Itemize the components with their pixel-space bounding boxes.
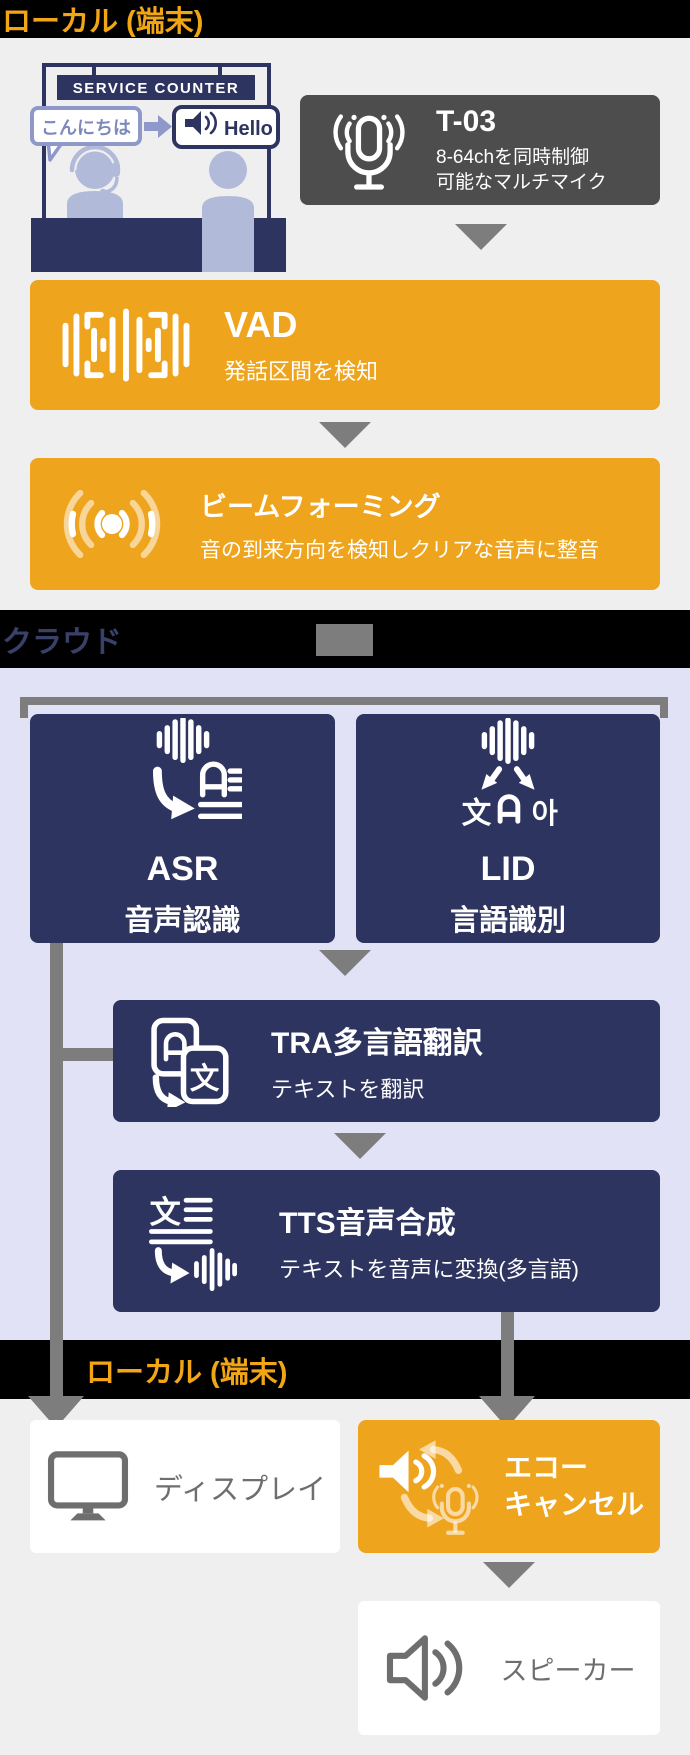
headset-icon: [69, 144, 121, 173]
asr-subtitle: 音声認識: [124, 905, 241, 937]
asr-title: ASR: [146, 850, 219, 888]
asr-speech-to-text-icon: [152, 718, 242, 820]
echo-cancel-icon: [379, 1439, 479, 1535]
bypass-line-left: [50, 941, 63, 1396]
echo-cancel-label-line2: キャンセル: [504, 1488, 645, 1520]
beamforming-title: ビームフォーミング: [200, 491, 441, 522]
node-t03-multimic: T-03 8-64chを同時制御 可能なマルチマイク: [300, 95, 660, 205]
section-band-local-top: ローカル (端末): [0, 0, 690, 38]
translated-text: Hello: [224, 118, 273, 140]
hello-speaker-icon: [185, 111, 217, 135]
section-label-local-bottom: ローカル (端末): [86, 1356, 288, 1389]
translate-arrow-icon: [144, 115, 172, 138]
beamforming-desc: 音の到来方向を検知しクリアな音声に整音: [200, 538, 599, 562]
lid-glyph-hangul: 아: [532, 798, 558, 830]
bracket-bar: [20, 697, 668, 705]
lid-language-detect-icon: 文 아: [462, 718, 558, 830]
speech-bubble: こんにちは: [30, 106, 142, 162]
display-label: ディスプレイ: [154, 1473, 326, 1506]
service-counter-illustration: SERVICE COUNTER こんにちは: [30, 63, 286, 272]
line-tts-to-echo: [501, 1310, 514, 1396]
node-asr: ASR 音声認識: [30, 714, 335, 943]
customer-figure: [202, 196, 254, 272]
flow-arrow-tra-to-tts: [334, 1133, 386, 1159]
node-speaker: スピーカー: [358, 1601, 660, 1735]
section-band-local-bottom: ローカル (端末): [0, 1340, 690, 1399]
echo-cancel-label-line1: エコー: [504, 1451, 589, 1483]
vad-waveform-icon: [62, 308, 190, 382]
speaker-label: スピーカー: [500, 1655, 636, 1686]
beamforming-icon: [63, 489, 161, 559]
t03-desc-line2: 可能なマルチマイク: [436, 172, 607, 193]
bypass-branch-to-tra: [56, 1048, 114, 1061]
bracket-tick-right: [660, 697, 668, 718]
tra-title: TRA多言語翻訳: [271, 1027, 483, 1060]
lid-glyph-cjk: 文: [462, 796, 492, 830]
tra-glyph-cjk: 文: [190, 1062, 220, 1096]
tra-desc: テキストを翻訳: [271, 1077, 425, 1102]
staff-figure: [67, 142, 123, 218]
node-tts: 文 TTS音声合成 テキストを音声に変換(多言語): [113, 1170, 660, 1312]
speaker-icon: [386, 1635, 462, 1701]
t03-title: T-03: [436, 104, 497, 138]
mic-waves-icon: [333, 114, 405, 190]
flow-arrow-vad-to-beamforming: [319, 422, 371, 448]
t03-desc-line1: 8-64chを同時制御: [436, 146, 590, 168]
tra-translate-icon: 文: [151, 1017, 229, 1107]
lid-subtitle: 言語識別: [449, 905, 566, 937]
node-beamforming: ビームフォーミング 音の到来方向を検知しクリアな音声に整音: [30, 458, 660, 590]
service-counter-sign-text: SERVICE COUNTER: [73, 80, 239, 97]
node-lid: 文 아 LID 言語識別: [356, 714, 660, 943]
section-label-local-top: ローカル (端末): [2, 6, 204, 38]
flow-arrow-echo-to-speaker: [483, 1562, 535, 1588]
flow-arrow-t03-to-vad: [455, 224, 507, 250]
service-counter-sign: [57, 75, 255, 100]
section-label-cloud: クラウド: [2, 626, 122, 659]
tts-title: TTS音声合成: [279, 1207, 456, 1240]
connector-local-to-cloud: [316, 624, 373, 656]
lid-title: LID: [480, 850, 536, 888]
speech-bubble-text: こんにちは: [41, 118, 131, 138]
node-echo-cancel: エコー キャンセル: [358, 1420, 660, 1553]
vad-title: VAD: [224, 304, 298, 345]
bracket-tick-left: [20, 697, 28, 718]
node-vad: VAD 発話区間を検知: [30, 280, 660, 410]
flow-arrow-asrlid-to-tra: [319, 950, 371, 976]
display-icon: [47, 1451, 129, 1521]
customer-head: [209, 151, 247, 189]
node-display: ディスプレイ: [30, 1420, 340, 1553]
tts-desc: テキストを音声に変換(多言語): [279, 1257, 579, 1282]
node-tra: 文 TRA多言語翻訳 テキストを翻訳: [113, 1000, 660, 1122]
vad-desc: 発話区間を検知: [224, 359, 379, 384]
tts-text-to-speech-icon: 文: [149, 1195, 237, 1292]
tts-glyph-cjk: 文: [150, 1195, 182, 1230]
translated-output-box: Hello: [172, 105, 280, 149]
